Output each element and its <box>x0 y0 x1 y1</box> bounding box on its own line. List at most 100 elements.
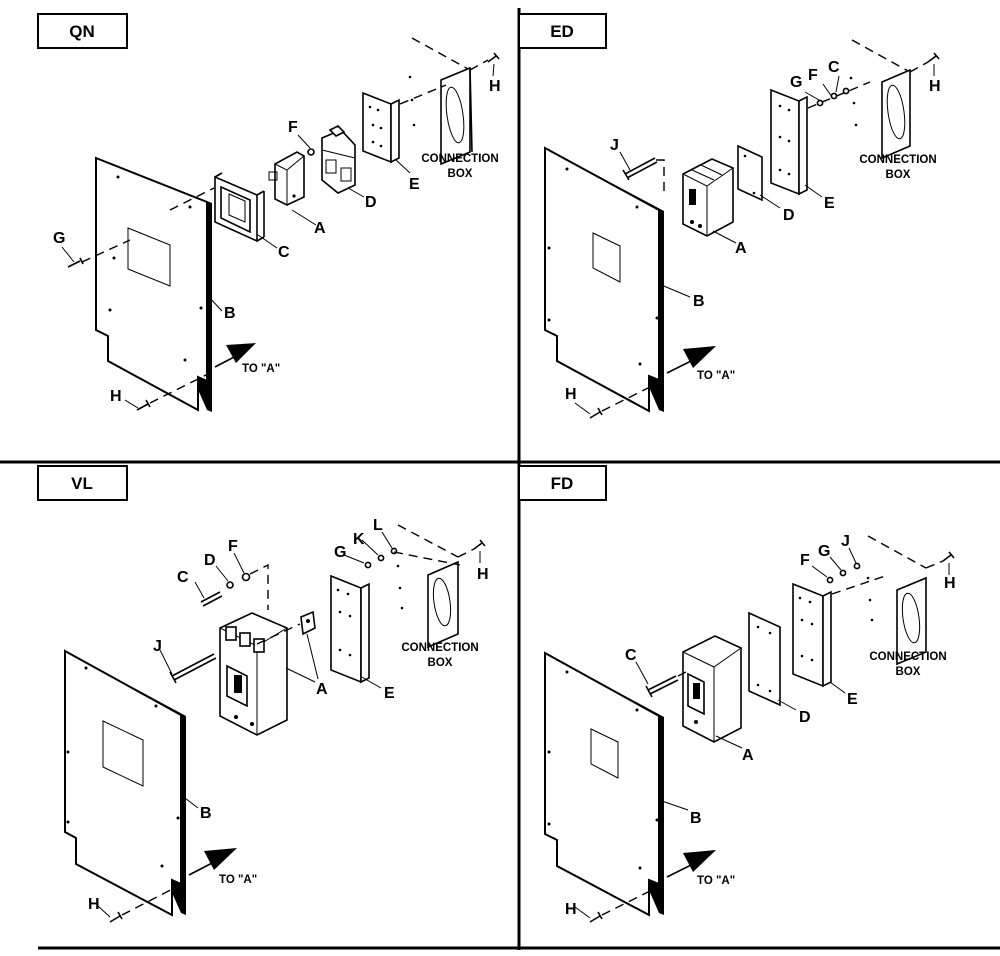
label-h: H <box>565 386 577 403</box>
title-box <box>37 465 128 501</box>
hardware <box>589 52 940 419</box>
title-box <box>518 13 607 49</box>
label-h: H <box>565 901 577 918</box>
connection-box <box>396 524 459 649</box>
circuit-breaker <box>682 158 734 237</box>
label-b: B <box>690 810 702 827</box>
connection-box-label: CONNECTION BOX <box>401 642 478 669</box>
svg-text:CONNECTION: CONNECTION <box>401 642 478 654</box>
mounting-plate <box>362 91 400 164</box>
label-d: D <box>365 194 377 211</box>
quadrant-title: FD <box>551 474 574 493</box>
label-g: G <box>790 74 802 91</box>
label-c: C <box>828 59 840 76</box>
svg-text:CONNECTION: CONNECTION <box>859 154 936 166</box>
hardware <box>109 539 486 923</box>
label-f: F <box>800 552 810 569</box>
hardware <box>589 551 955 923</box>
label-a: A <box>742 747 754 764</box>
shim-plate <box>748 611 781 707</box>
label-f: F <box>288 119 298 136</box>
svg-text:BOX: BOX <box>448 168 473 180</box>
label-h: H <box>477 566 489 583</box>
label-b: B <box>224 305 236 322</box>
label-l: L <box>373 517 383 534</box>
label-d: D <box>204 552 216 569</box>
label-e: E <box>409 176 420 193</box>
label-e: E <box>824 195 835 212</box>
circuit-breaker <box>219 612 288 736</box>
label-f: F <box>808 67 818 84</box>
to-a-arrow: TO "A" <box>214 343 280 375</box>
circuit-breaker <box>682 635 742 743</box>
label-j: J <box>610 137 619 154</box>
cover-panel <box>64 649 186 917</box>
quadrant-ed: ED <box>518 13 941 419</box>
label-a: A <box>735 240 747 257</box>
svg-text:BOX: BOX <box>428 657 453 669</box>
connection-box <box>408 37 473 166</box>
svg-text:TO "A": TO "A" <box>697 875 735 887</box>
connection-box <box>866 535 927 666</box>
svg-text:CONNECTION: CONNECTION <box>869 651 946 663</box>
label-e: E <box>847 691 858 708</box>
label-b: B <box>693 293 705 310</box>
label-d: D <box>783 207 795 224</box>
connection-box-label: CONNECTION BOX <box>859 154 936 181</box>
label-e: E <box>384 685 395 702</box>
quadrant-title: ED <box>550 22 574 41</box>
svg-text:BOX: BOX <box>886 169 911 181</box>
svg-text:CONNECTION: CONNECTION <box>421 153 498 165</box>
label-c: C <box>625 647 637 664</box>
callouts: A B C D E F G K L H H J <box>88 517 489 918</box>
label-j: J <box>153 638 162 655</box>
shim-plate <box>737 144 763 202</box>
quadrant-fd: FD <box>518 465 956 923</box>
quadrant-title: VL <box>71 474 93 493</box>
mounting-plate <box>770 88 808 196</box>
mounting-plate <box>792 582 832 688</box>
label-h: H <box>944 575 956 592</box>
auxiliary-contact <box>300 610 316 636</box>
to-a-arrow: TO "A" <box>188 848 257 886</box>
svg-text:TO "A": TO "A" <box>697 370 735 382</box>
label-h: H <box>929 78 941 95</box>
mounting-bracket <box>321 125 356 194</box>
label-g: G <box>818 543 830 560</box>
label-g: G <box>53 230 65 247</box>
mounting-plate <box>330 574 370 684</box>
hardware <box>67 52 500 411</box>
svg-text:BOX: BOX <box>896 666 921 678</box>
label-c: C <box>177 569 189 586</box>
label-c: C <box>278 244 290 261</box>
circuit-breaker <box>268 151 305 206</box>
title-box <box>518 465 607 501</box>
title-box <box>37 13 128 49</box>
label-k: K <box>353 531 365 548</box>
callouts: A B C D E F G J H H <box>565 533 956 919</box>
label-h: H <box>88 896 100 913</box>
trim-frame <box>214 172 265 243</box>
cover-panel <box>95 156 212 412</box>
connection-box <box>849 39 911 160</box>
quadrant-qn: QN <box>37 13 501 412</box>
svg-text:TO "A": TO "A" <box>242 363 280 375</box>
label-g: G <box>334 544 346 561</box>
cover-panel <box>544 146 664 413</box>
label-b: B <box>200 805 212 822</box>
label-j: J <box>841 533 850 550</box>
connection-box-label: CONNECTION BOX <box>421 153 498 180</box>
quadrant-vl: VL <box>37 465 489 923</box>
to-a-arrow: TO "A" <box>666 346 735 382</box>
label-h: H <box>489 78 501 95</box>
label-a: A <box>314 220 326 237</box>
connection-box-label: CONNECTION BOX <box>869 651 946 678</box>
label-f: F <box>228 538 238 555</box>
label-d: D <box>799 709 811 726</box>
quadrant-title: QN <box>69 22 95 41</box>
callouts: A B C D E F G H H <box>53 63 501 409</box>
label-a: A <box>316 681 328 698</box>
svg-text:TO "A": TO "A" <box>219 874 257 886</box>
cover-panel <box>544 651 664 917</box>
